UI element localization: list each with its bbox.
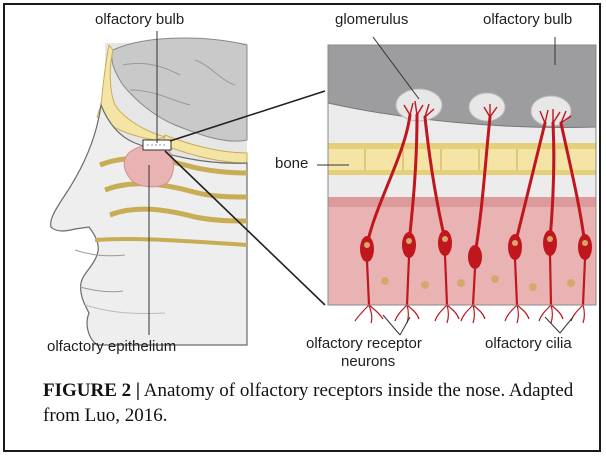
olfactory-diagram bbox=[5, 5, 603, 375]
label-olfactory-epithelium: olfactory epithelium bbox=[47, 338, 176, 356]
figure-label: FIGURE 2 | bbox=[43, 380, 140, 401]
label-bone: bone bbox=[275, 155, 308, 173]
figure-caption: FIGURE 2 | Anatomy of olfactory receptor… bbox=[43, 378, 583, 428]
label-receptor-neurons-line1: olfactory receptor bbox=[306, 335, 422, 353]
label-olfactory-bulb-left: olfactory bulb bbox=[95, 11, 184, 29]
figure-frame: olfactory bulb glomerulus olfactory bulb… bbox=[3, 3, 601, 452]
label-olfactory-cilia: olfactory cilia bbox=[485, 335, 572, 353]
label-olfactory-bulb-right: olfactory bulb bbox=[483, 11, 572, 29]
label-glomerulus: glomerulus bbox=[335, 11, 408, 29]
head-cross-section bbox=[51, 31, 247, 345]
label-receptor-neurons-line2: neurons bbox=[341, 353, 395, 371]
magnified-view bbox=[317, 37, 596, 335]
